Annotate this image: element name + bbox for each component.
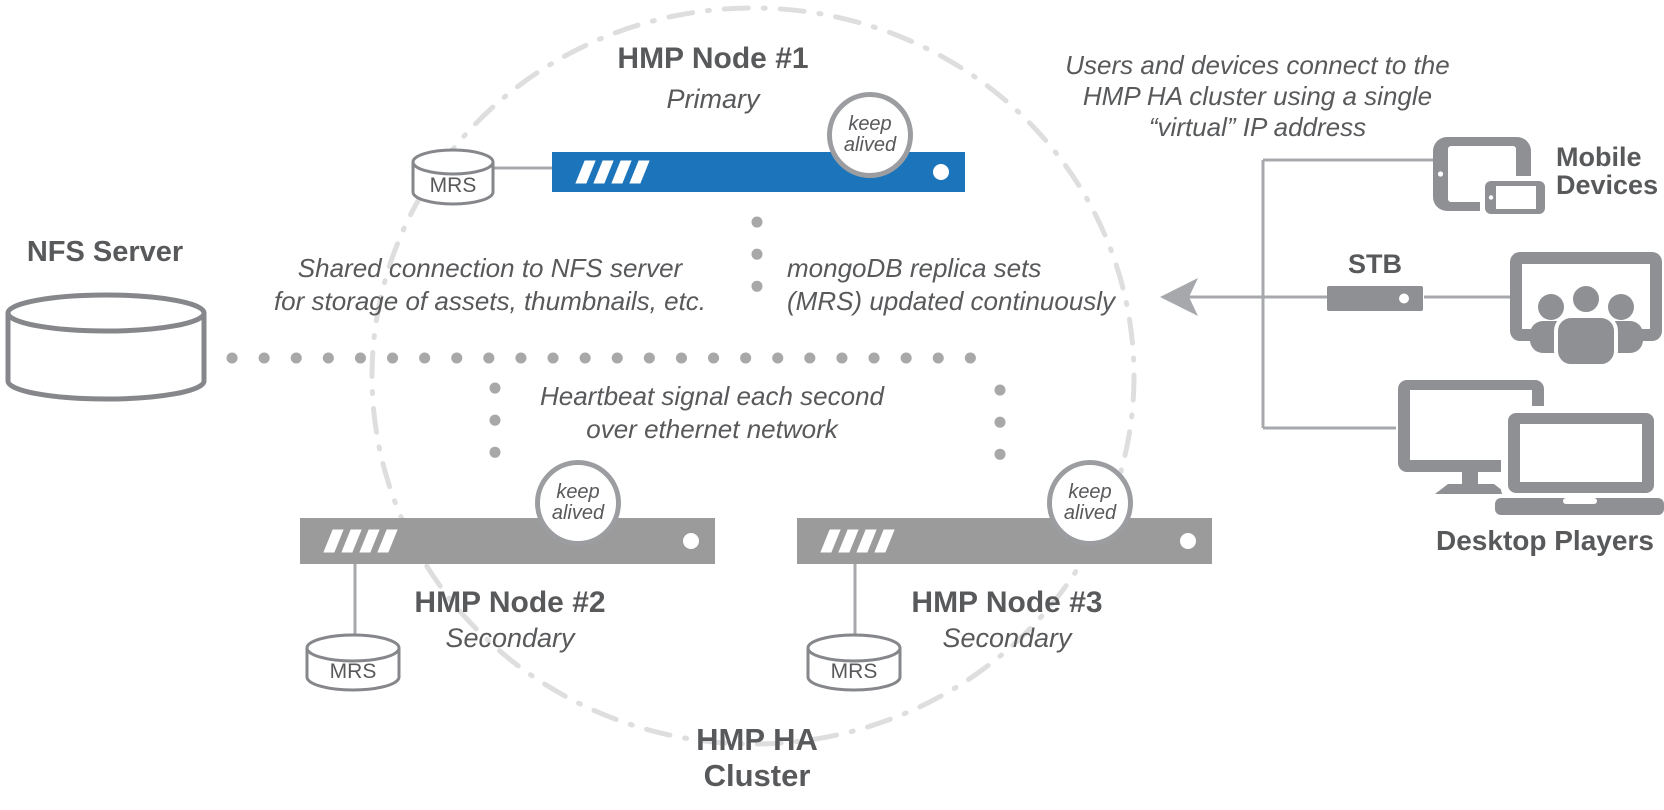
- mrs-cylinder-node2: [305, 633, 401, 692]
- connector-lines: [353, 158, 1510, 640]
- nfs-shared-note-line2: for storage of assets, thumbnails, etc.: [273, 286, 707, 316]
- keepalived-text: keep: [1068, 481, 1112, 503]
- node3-role: Secondary: [942, 623, 1072, 653]
- heartbeat-note-line1: Heartbeat signal each second: [539, 381, 884, 411]
- server-led-node1: [933, 164, 949, 180]
- server-bar-node3: [797, 518, 1212, 564]
- mrs-label-node3: MRS: [830, 660, 878, 683]
- mrs-label-node1: MRS: [429, 174, 477, 197]
- virtual-ip-note-line3: “virtual” IP address: [1148, 112, 1367, 142]
- cluster-label: HMP HA Cluster: [642, 722, 872, 794]
- keepalived-badge-node1: keep alived: [827, 92, 913, 178]
- keepalived-text: alived: [1063, 502, 1117, 524]
- keepalived-badge-node2: keep alived: [535, 460, 621, 546]
- mobile-devices-label: Mobile Devices: [1556, 143, 1658, 199]
- dotted-lines: [226, 216, 1006, 492]
- heartbeat-note: Heartbeat signal each second over ethern…: [502, 380, 922, 446]
- nfs-server-label: NFS Server: [26, 236, 184, 268]
- heartbeat-note-line2: over ethernet network: [586, 414, 838, 444]
- mobile-devices-label-line2: Devices: [1556, 170, 1659, 200]
- stb-label: STB: [1348, 249, 1402, 279]
- keepalived-badge-node3: keep alived: [1047, 460, 1133, 546]
- stb-led-dot: [1399, 293, 1409, 304]
- mobile-devices-icon: [1433, 137, 1550, 219]
- server-vents-node2: [323, 529, 400, 553]
- mrs-cylinder-node1: [411, 148, 495, 206]
- mobile-devices-label-line1: Mobile: [1556, 142, 1642, 172]
- server-bar-node2: [300, 518, 715, 564]
- virtual-ip-arrowhead: [1160, 278, 1198, 316]
- tablet-camera-dot: [1437, 171, 1444, 177]
- virtual-ip-note-line2: HMP HA cluster using a single: [1082, 81, 1433, 111]
- node1-title: HMP Node #1: [617, 42, 809, 75]
- mongo-note: mongoDB replica sets (MRS) updated conti…: [787, 252, 1187, 318]
- stb-icon: [1327, 286, 1423, 311]
- nfs-shared-note-line1: Shared connection to NFS server: [297, 253, 683, 283]
- mrs-cylinders: [305, 148, 902, 692]
- server-led-node2: [683, 533, 699, 549]
- cluster-label-line1: HMP HA: [696, 722, 818, 757]
- server-led-node3: [1180, 533, 1196, 549]
- virtual-ip-note: Users and devices connect to the HMP HA …: [1055, 50, 1460, 143]
- audience-silhouettes: [1530, 282, 1643, 368]
- mongo-note-line1: mongoDB replica sets: [787, 253, 1042, 283]
- node2-role: Secondary: [445, 623, 575, 653]
- keepalived-text: keep: [848, 113, 892, 135]
- server-vents-node1: [575, 160, 652, 184]
- mrs-label-node2: MRS: [329, 660, 377, 683]
- mrs-cylinder-node3: [806, 633, 902, 692]
- desktop-players-label: Desktop Players: [1436, 525, 1654, 556]
- tv-audience-icon: [1510, 252, 1662, 368]
- nfs-cylinder-icon: [5, 292, 207, 402]
- node1-role: Primary: [666, 84, 760, 114]
- server-vents-node3: [820, 529, 897, 553]
- node3-title: HMP Node #3: [911, 586, 1103, 619]
- mongo-note-line2: (MRS) updated continuously: [787, 286, 1116, 316]
- keepalived-text: keep: [556, 481, 600, 503]
- desktop-players-icon: [1398, 380, 1664, 515]
- node2-title: HMP Node #2: [414, 586, 606, 619]
- nfs-shared-note: Shared connection to NFS server for stor…: [270, 252, 710, 318]
- virtual-ip-note-line1: Users and devices connect to the: [1065, 50, 1450, 80]
- cluster-label-line2: Cluster: [703, 758, 811, 793]
- laptop-icon: [1495, 406, 1664, 515]
- keepalived-text: alived: [551, 502, 605, 524]
- keepalived-text: alived: [843, 134, 897, 156]
- cluster-boundary-arc: [369, 5, 1137, 747]
- phone-camera-dot: [1488, 195, 1494, 200]
